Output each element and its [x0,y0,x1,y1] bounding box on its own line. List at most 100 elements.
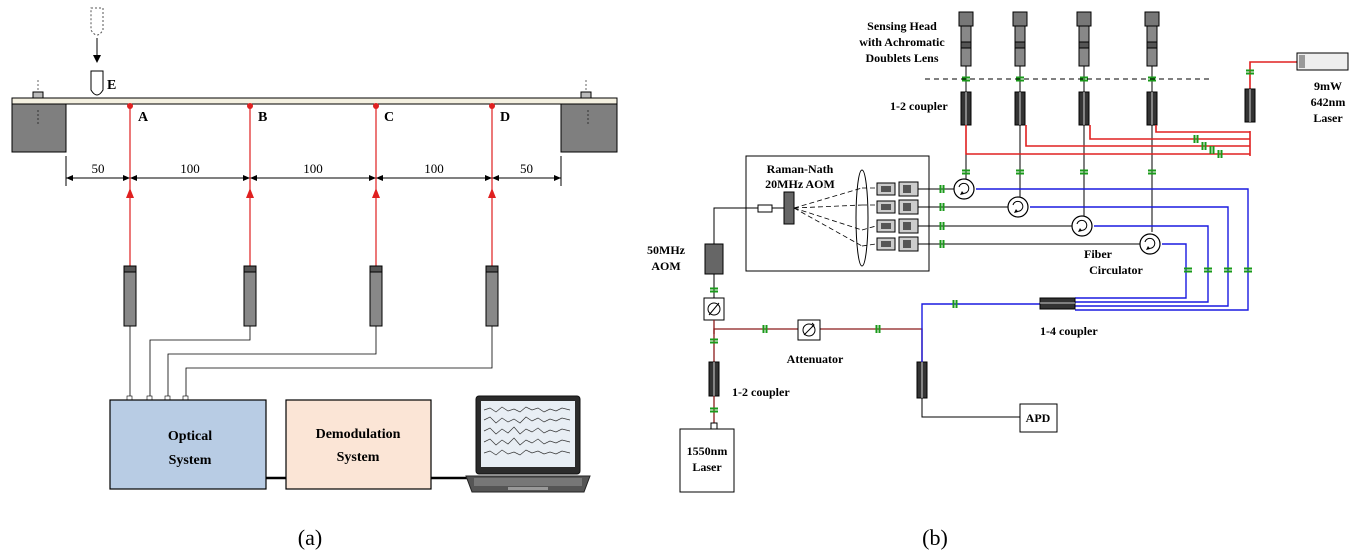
circulator-arrowhead [960,191,964,195]
attenuator-label: Attenuator [787,352,844,366]
dim-value: 100 [180,161,200,176]
right-pin [580,91,592,99]
sensor-head [123,265,137,327]
point-a [127,103,133,109]
fiber-mount-core [903,203,911,211]
beam-arrow [372,188,380,198]
coupler-14-label: 1-4 coupler [1040,324,1098,338]
aom50-line1: 50MHz [647,243,686,257]
circulator-arrow [1076,219,1088,231]
circulator-icon [953,178,975,200]
sensor-cap [485,265,499,273]
sensor-cap [369,265,383,273]
dim-arrow [554,175,561,181]
dim-value: 100 [424,161,444,176]
optical-system-box [109,399,267,490]
sensing-head-cap [958,11,974,27]
apd-label: APD [1026,411,1051,425]
circulator-arrow [1144,237,1156,249]
sensing-head-cap [1012,11,1028,27]
dim-arrow [123,175,130,181]
point-label-d: D [500,110,510,125]
sensing-head-band [1014,41,1026,49]
sensor-head [369,265,383,327]
demodulation-line1: Demodulation [316,427,401,442]
aom-crystal [783,191,795,225]
point-label-a: A [138,110,149,125]
circulator-icon [1071,215,1093,237]
laptop-icon [465,395,591,493]
dim-arrow [376,175,383,181]
sensor-cap [243,265,257,273]
ir-laser-line2: Laser [692,460,722,474]
optical-system-line1: Optical [168,429,212,444]
dim-arrow [492,175,499,181]
sensing-head-band [1146,41,1158,49]
visible-laser-line2: 642nm [1311,95,1346,109]
demodulation-line2: System [337,450,380,465]
sensing-head-cap [1144,11,1160,27]
point-b [247,103,253,109]
circulator-arrow [1012,200,1024,212]
point-c [373,103,379,109]
coupler-top-label: 1-2 coupler [890,99,948,113]
collimator-lens [881,186,891,192]
circulator-icon [1007,196,1029,218]
beam-arrow [246,188,254,198]
fiber-mount-core [903,240,911,248]
dim-value: 50 [92,161,105,176]
aom50-block [704,243,724,275]
panel-b: Sensing Head with Achromatic Doublets Le… [647,11,1349,550]
dim-arrow [485,175,492,181]
dim-arrow [66,175,73,181]
fiber-mount-core [903,222,911,230]
dim-arrow [250,175,257,181]
sensing-head-line3: Doublets Lens [865,51,938,65]
dim-value: 100 [303,161,323,176]
circulator-arrowhead [1146,246,1150,250]
dim-value: 50 [520,161,533,176]
aom50-line2: AOM [651,259,680,273]
right-support [560,103,618,153]
point-label-c: C [384,110,394,125]
sensing-head-band [960,41,972,49]
hammer [90,70,104,96]
fibers-a [129,326,493,398]
head-fibers [965,160,1153,232]
optical-system-line2: System [169,453,212,468]
point-d [489,103,495,109]
circulator-arrowhead [1014,209,1018,213]
coupler-14 [1039,297,1076,310]
lens [855,169,869,267]
coupler-bottom-label: 1-2 coupler [732,385,790,399]
sensing-head-line1: Sensing Head [867,19,937,33]
visible-laser-line3: Laser [1313,111,1343,125]
fiber-circulator-line1: Fiber [1084,247,1113,261]
sensing-head-cap [1076,11,1092,27]
load-label: E [107,78,116,93]
demodulation-system-box [285,399,432,490]
caption-a: (a) [298,525,322,550]
raman-nath-line2: 20MHz AOM [765,177,835,191]
sensing-head-band [1078,41,1090,49]
sensor-cap [123,265,137,273]
point-label-b: B [258,110,267,125]
raman-nath-line1: Raman-Nath [767,162,834,176]
circulator-icon [1139,233,1161,255]
collimator-lens [881,241,891,247]
collimator-lens [881,204,891,210]
visible-laser-line1: 9mW [1314,79,1342,93]
circulator-arrowhead [1078,228,1082,232]
ir-laser-line1: 1550nm [687,444,728,458]
dim-arrow [243,175,250,181]
apd-box [1019,403,1058,433]
beam-arrow [488,188,496,198]
collimator-fibers [918,188,1140,245]
panel-a: E A B C D 50 100 100 100 50 Optical System [11,7,618,550]
beam-arrow [126,188,134,198]
dim-arrow [369,175,376,181]
beam [11,97,618,105]
left-pin [32,91,44,99]
collimator-lens [881,223,891,229]
